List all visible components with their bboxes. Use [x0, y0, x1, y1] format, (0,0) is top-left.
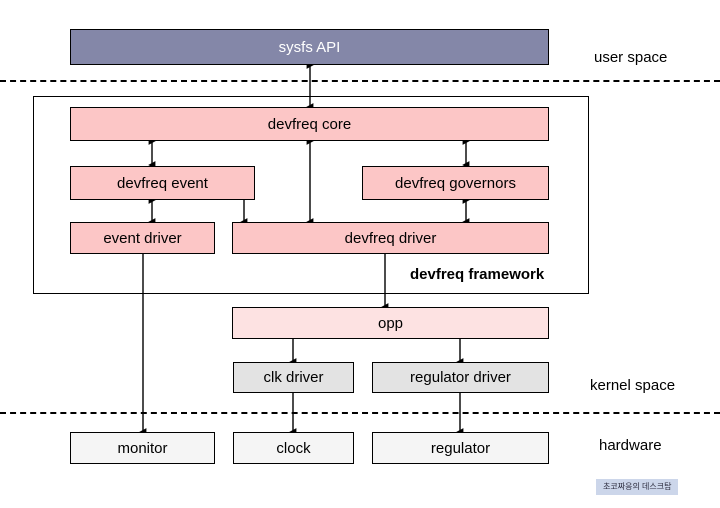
- box-event-driver[interactable]: event driver: [70, 222, 215, 254]
- box-sysfs-api[interactable]: sysfs API: [70, 29, 549, 65]
- layer-label-user-space: user space: [594, 49, 668, 66]
- devfreq-framework-label: devfreq framework: [410, 266, 545, 283]
- layer-label-hardware: hardware: [599, 437, 662, 454]
- box-clock[interactable]: clock: [233, 432, 354, 464]
- userspace-kernel-divider: [0, 80, 720, 82]
- layer-label-kernel-space: kernel space: [590, 377, 676, 394]
- box-monitor[interactable]: monitor: [70, 432, 215, 464]
- box-regulator-driver[interactable]: regulator driver: [372, 362, 549, 393]
- box-regulator[interactable]: regulator: [372, 432, 549, 464]
- box-devfreq-event[interactable]: devfreq event: [70, 166, 255, 200]
- watermark: 초코짜응의 데스크탑: [596, 479, 679, 495]
- box-devfreq-driver[interactable]: devfreq driver: [232, 222, 549, 254]
- box-opp[interactable]: opp: [232, 307, 549, 339]
- kernel-hardware-divider: [0, 412, 720, 414]
- box-clk-driver[interactable]: clk driver: [233, 362, 354, 393]
- box-devfreq-governors[interactable]: devfreq governors: [362, 166, 549, 200]
- box-devfreq-core[interactable]: devfreq core: [70, 107, 549, 141]
